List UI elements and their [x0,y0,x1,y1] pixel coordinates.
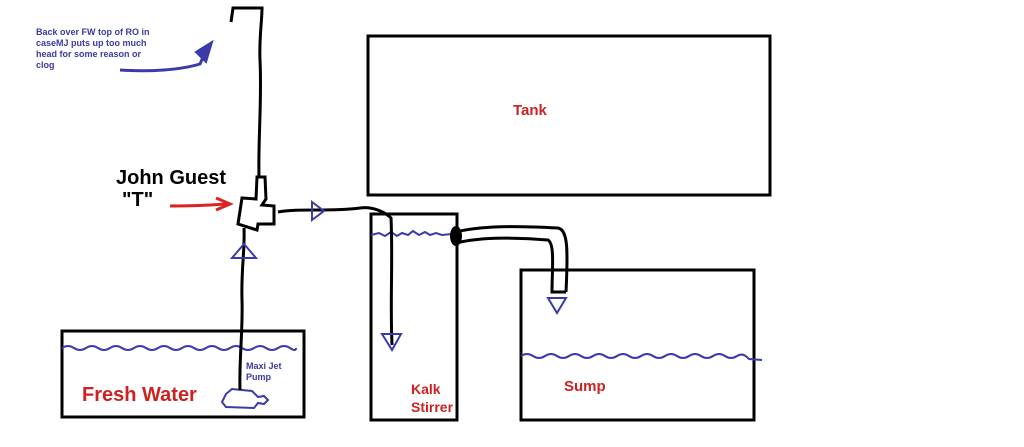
fresh-water-box [60,329,306,419]
note-line-1: Back over FW top of RO in [36,27,150,37]
sump-box [519,268,756,422]
tee-label-line-1: John Guest [116,167,227,189]
pump-label-line-2: Pump [246,372,272,382]
tee-pointer-arrow-head [215,196,234,212]
tee-label: John Guest "T" [116,167,226,211]
kalk-to-sump-tube [451,225,569,293]
pump-label: Maxi Jet Pump [246,361,282,383]
kalk-stirrer-label: Kalk Stirrer [411,380,453,416]
tank-box [366,34,772,197]
tee-label-line-2: "T" [122,189,154,211]
kalk-to-sump-tube-outer [455,236,566,294]
tee-flow-arrow [311,200,326,222]
fresh-water-label: Fresh Water [82,384,197,406]
kalk-water-surface [370,229,453,238]
tee-pointer-arrow [169,202,227,208]
sump-inlet-arrow [546,297,568,315]
pump-label-line-1: Maxi Jet [246,361,282,371]
bypass-line-up [229,6,264,178]
tee-to-kalk-line [277,206,394,346]
note-arrow-head [194,39,214,64]
sump-label: Sump [564,378,606,395]
note-line-4: clog [36,60,55,70]
bypass-note: Back over FW top of RO in caseMJ puts up… [36,27,150,71]
kalk-down-arrow [380,333,403,352]
kalk-label-line-2: Stirrer [411,399,454,415]
pump-shape [220,387,270,410]
john-guest-tee [236,175,276,232]
feed-flow-arrow [229,242,259,259]
kalk-stirrer-box [369,212,459,422]
feed-line-up [238,227,246,391]
kalk-outlet-fitting [450,226,462,246]
note-line-2: caseMJ puts up too much [36,38,147,48]
kalk-label-line-1: Kalk [411,381,441,397]
tank-label: Tank [513,102,547,119]
sump-water-surface [520,353,763,361]
fresh-water-surface [61,345,297,351]
note-line-3: head for some reason or [36,49,142,59]
